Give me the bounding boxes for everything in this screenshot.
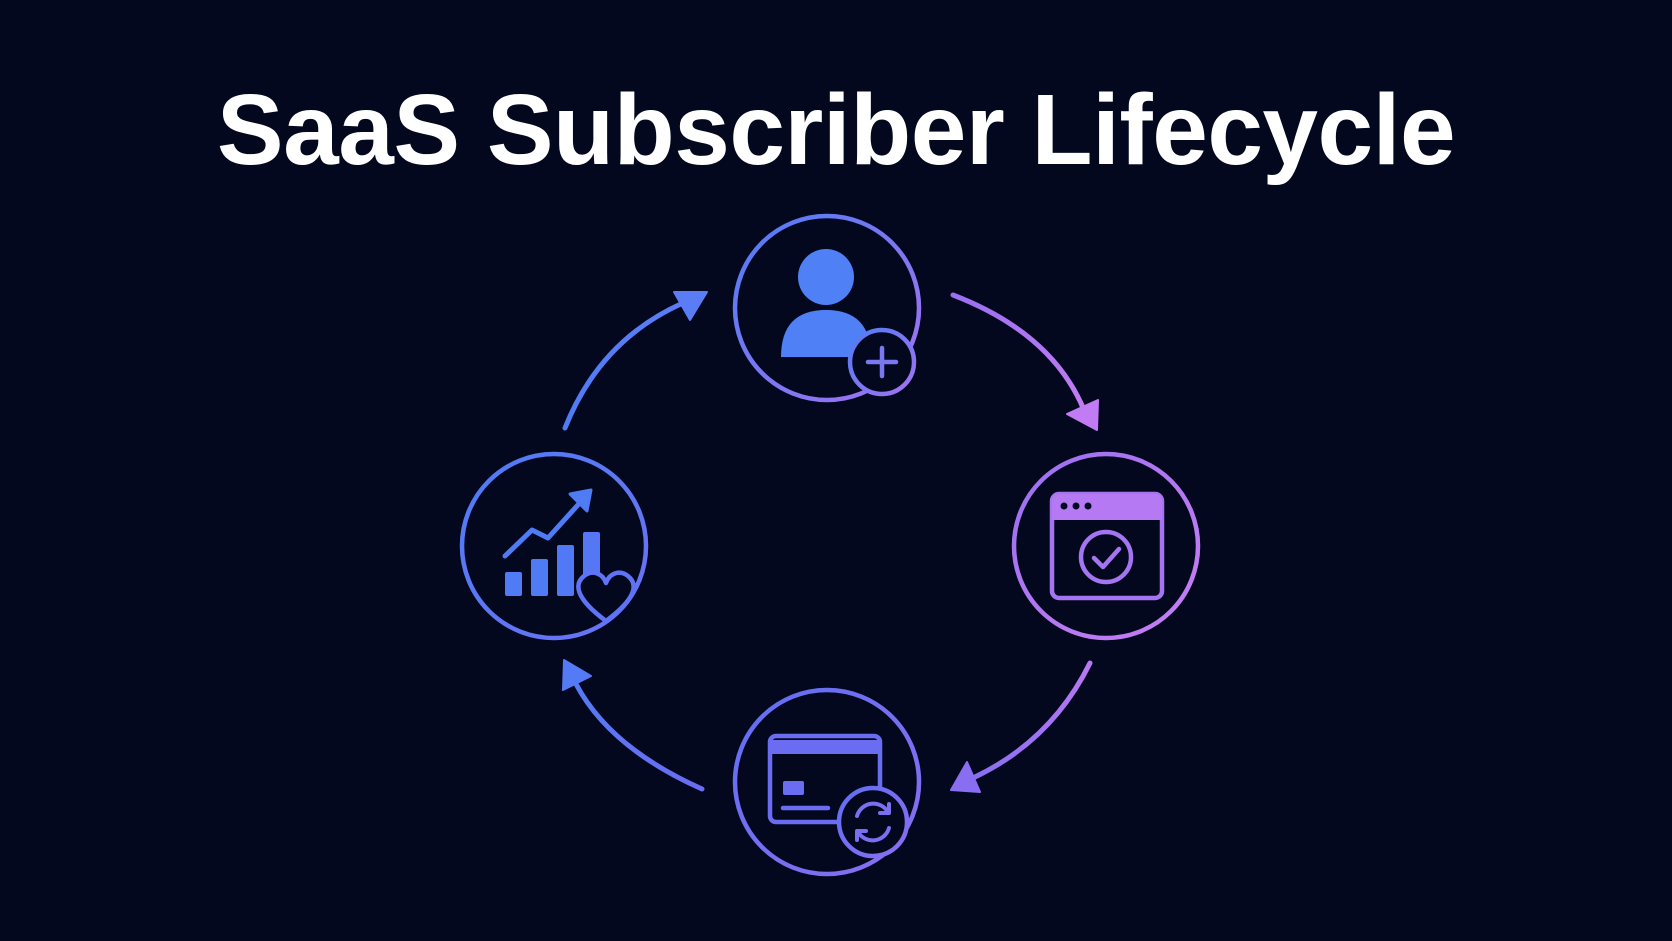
- stage-ring: [732, 687, 922, 877]
- stage-ring: [1011, 451, 1201, 641]
- page-title: SaaS Subscriber Lifecycle: [216, 74, 1456, 186]
- stage-retention: [459, 451, 649, 641]
- stage-ring: [732, 213, 922, 403]
- flow-arrow-right-to-bottom: [950, 660, 1093, 793]
- user-add-icon: [781, 249, 917, 397]
- growth-chart-heart-icon: [502, 488, 636, 624]
- stage-signup: [732, 213, 922, 403]
- stage-ring: [459, 451, 649, 641]
- flow-arrow-bottom-to-left: [562, 659, 705, 792]
- credit-card-renew-icon: [767, 733, 910, 859]
- stage-billing: [732, 687, 922, 877]
- flow-arrow-left-to-top: [562, 291, 708, 431]
- flow-arrow-top-to-right: [950, 292, 1099, 431]
- stage-activation: [1011, 451, 1201, 641]
- browser-check-icon: [1049, 491, 1165, 601]
